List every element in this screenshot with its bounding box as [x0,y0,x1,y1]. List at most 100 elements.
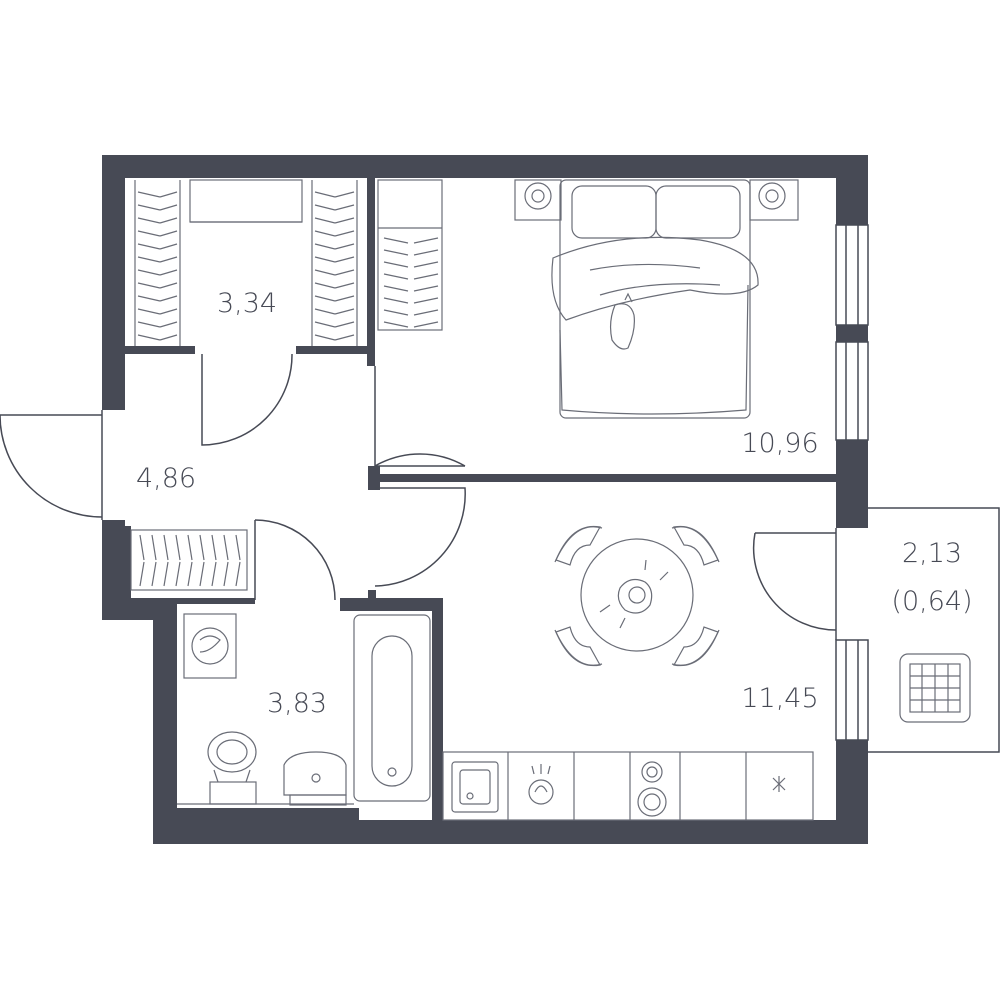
hanger-mark [151,534,157,561]
area-label-balcony: 2,13 [902,538,962,569]
hanger-mark [334,243,355,250]
area-label-bedroom: 10,96 [741,428,818,459]
hanger-mark [383,261,409,268]
bathtub-icon [353,614,431,802]
hanger-mark [383,297,409,304]
nightstand-lamp-icon [514,179,562,221]
hanger-mark [187,561,193,587]
hanger-mark [159,217,178,224]
hanger-mark [187,534,193,561]
hanger-mark [159,308,178,315]
hanger-mark [159,269,178,276]
hanger-mark [159,282,178,289]
hanger-mark [334,269,355,276]
hanger-mark [139,534,145,561]
cat-icon [609,292,635,350]
hanger-mark [137,256,161,263]
hanger-mark [159,334,178,341]
hanger-mark [137,295,161,302]
sink-icon [283,751,347,806]
hanger-mark [159,204,178,211]
hanger-mark [139,561,145,587]
hanger-rack-left [134,180,181,346]
area-label-balcony-reduced: (0,64) [891,586,972,617]
hallway-closet [130,529,248,591]
hanger-mark [314,191,336,198]
area-label-kitchen: 11,45 [741,683,818,714]
hanger-mark [163,561,169,587]
hanger-mark [151,561,157,587]
hanger-mark [159,321,178,328]
hanger-mark [137,230,161,237]
hanger-mark [159,295,178,302]
hanger-mark [175,561,181,587]
hanger-mark [334,217,355,224]
hanger-mark [314,321,336,328]
bathroom-fixtures [177,613,431,806]
hanger-mark [175,534,181,561]
hanger-mark [163,534,169,561]
hanger-mark [159,191,178,198]
hanger-mark [137,282,161,289]
hanger-mark [314,204,336,211]
toilet-icon [207,731,257,805]
doors [0,353,837,640]
area-label-wardrobe: 3,34 [217,288,277,319]
hanger-mark [159,243,178,250]
nightstand-lamp-icon [749,179,799,221]
hanger-mark [314,295,336,302]
hanger-mark [199,534,205,561]
hanger-mark [314,243,336,250]
hanger-mark [314,217,336,224]
hanger-mark [334,334,355,341]
hanger-mark [334,308,355,315]
wardrobe-room [134,179,358,346]
hanger-mark [413,249,439,256]
hanger-mark [137,243,161,250]
chair-icon [671,626,720,667]
hanger-mark [314,269,336,276]
hanger-mark [314,230,336,237]
faucet-icon [528,764,554,805]
hanger-mark [383,285,409,292]
hanger-mark [334,321,355,328]
hanger-mark [137,334,161,341]
dining-table-icon [580,538,694,652]
hanger-mark [235,561,241,587]
hanger-mark [137,308,161,315]
kitchen-counter [442,751,814,821]
hanger-mark [413,309,439,316]
hanger-mark [314,308,336,315]
hangers-bedroom-closet [383,237,439,328]
hanger-mark [211,561,217,587]
hanger-mark [334,191,355,198]
hanger-mark [223,561,229,587]
hanger-mark [413,261,439,268]
hanger-mark [383,249,409,256]
bedroom-furniture [377,179,799,419]
hanger-mark [413,285,439,292]
kitchen-furniture [442,525,814,821]
hanger-mark [383,237,409,244]
hanger-mark [413,237,439,244]
hanger-mark [383,309,409,316]
kitchen-sink-icon [451,761,499,813]
chair-icon [554,525,603,566]
hanger-mark [137,321,161,328]
stove-icon [637,761,667,817]
chair-icon [554,626,603,667]
hanger-mark [334,295,355,302]
area-label-hallway: 4,86 [136,463,196,494]
hanger-mark [137,217,161,224]
hanger-mark [334,230,355,237]
windows [835,224,869,741]
hanger-mark [413,297,439,304]
hanger-mark [383,273,409,280]
hanger-mark [159,256,178,263]
hanger-rack-right [311,180,358,346]
hanger-mark [334,282,355,289]
area-label-bathroom: 3,83 [267,688,327,719]
asterisk-icon [772,776,786,792]
washing-machine-icon [183,613,237,679]
